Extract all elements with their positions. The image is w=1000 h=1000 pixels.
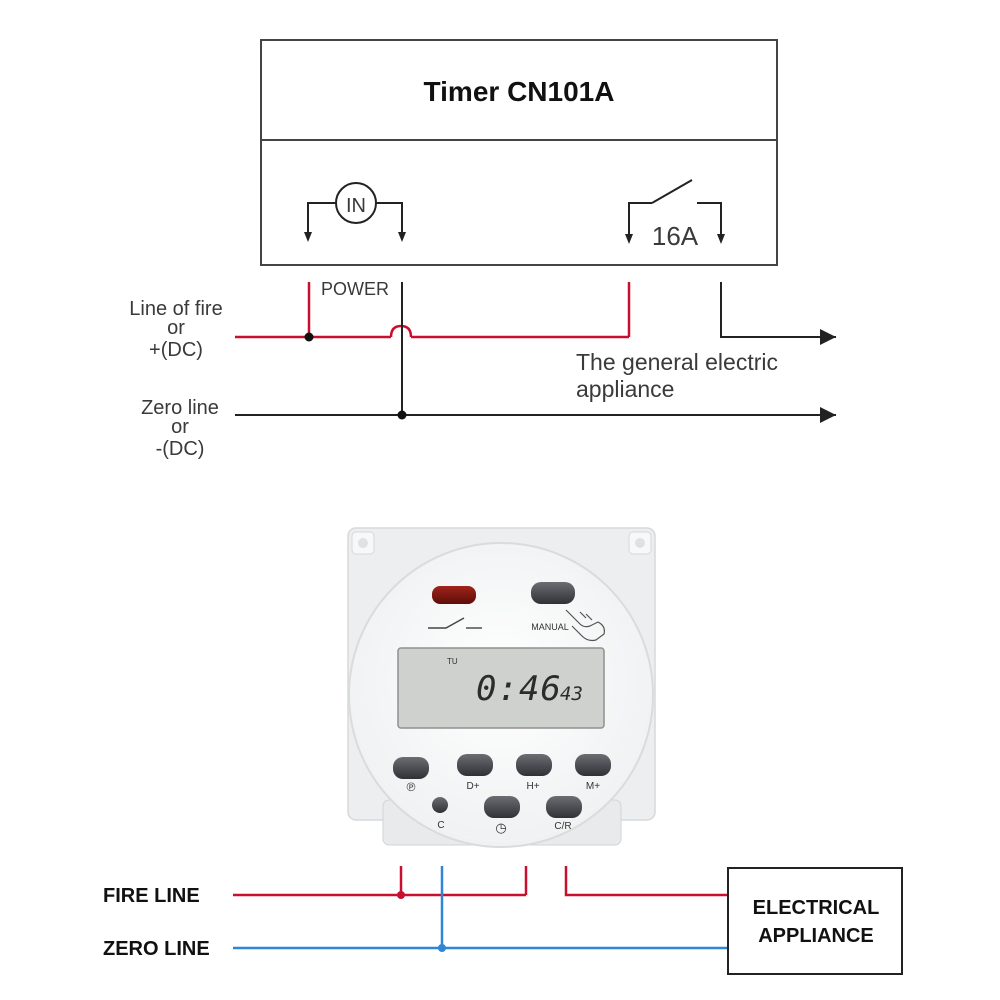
electrical-appliance-box — [727, 867, 903, 975]
electrical-appliance-label: ELECTRICAL APPLIANCE — [753, 897, 880, 947]
program-label: ℗ — [407, 780, 416, 794]
display-time: 0:46 — [476, 669, 562, 709]
svg-text:ELECTRICAL: ELECTRICAL — [753, 897, 880, 919]
bottom-fire-wire — [233, 866, 728, 897]
manual-button[interactable] — [531, 582, 575, 604]
cancel-recall-label: C/R — [554, 821, 571, 832]
power-label: POWER — [321, 279, 389, 299]
fire-junction-dot — [304, 332, 314, 342]
timer-box — [260, 39, 778, 266]
program-button[interactable] — [393, 757, 429, 779]
bottom-zero-wire — [233, 866, 728, 950]
minute-plus-button[interactable] — [575, 754, 611, 776]
minute-plus-label: M+ — [586, 781, 600, 792]
svg-text:APPLIANCE: APPLIANCE — [758, 925, 874, 947]
svg-text:or: or — [167, 317, 185, 339]
status-led — [432, 586, 476, 604]
display-seconds: 43 — [560, 683, 583, 705]
clock-icon: ◷ — [495, 820, 506, 835]
day-plus-button[interactable] — [457, 754, 493, 776]
timer-title: Timer CN101A — [424, 76, 615, 107]
clock-button[interactable] — [484, 796, 520, 818]
switch-symbol-icon — [428, 617, 482, 629]
cancel-recall-button[interactable] — [546, 796, 582, 818]
hour-plus-button[interactable] — [516, 754, 552, 776]
svg-text:+(DC): +(DC) — [149, 339, 203, 361]
bottom-fire-junction-dot — [397, 891, 405, 899]
bottom-fire-line-label: FIRE LINE — [103, 885, 200, 907]
bottom-zero-line-label: ZERO LINE — [103, 938, 210, 960]
clear-button[interactable] — [432, 797, 448, 813]
day-plus-label: D+ — [466, 781, 479, 792]
power-input-symbol — [304, 182, 406, 242]
zero-junction-dot — [397, 410, 407, 420]
hand-pointer-icon — [565, 609, 605, 642]
svg-text:Zero line: Zero line — [141, 397, 219, 419]
relay-rating-label: 16A — [652, 221, 699, 251]
svg-text:Line of fire: Line of fire — [129, 298, 222, 320]
input-symbol-label: IN — [346, 195, 366, 217]
appliance-label: The general electric appliance — [576, 349, 778, 402]
svg-text:The general electric: The general electric — [576, 349, 778, 375]
svg-text:or: or — [171, 416, 189, 438]
display-indicator: TU — [447, 657, 458, 666]
fire-line-label: Line of fire or +(DC) — [129, 298, 222, 361]
output-line-wire — [720, 282, 836, 345]
fire-line-wire — [235, 282, 631, 339]
relay-contact-symbol — [625, 179, 725, 244]
svg-text:appliance: appliance — [576, 376, 674, 402]
lcd-display — [397, 647, 605, 729]
hour-plus-label: H+ — [526, 781, 539, 792]
svg-text:-(DC): -(DC) — [156, 438, 205, 460]
zero-line-label: Zero line or -(DC) — [141, 397, 219, 460]
clear-label: C — [437, 820, 444, 831]
bottom-zero-junction-dot — [438, 944, 446, 952]
manual-label: MANUAL — [531, 622, 569, 632]
